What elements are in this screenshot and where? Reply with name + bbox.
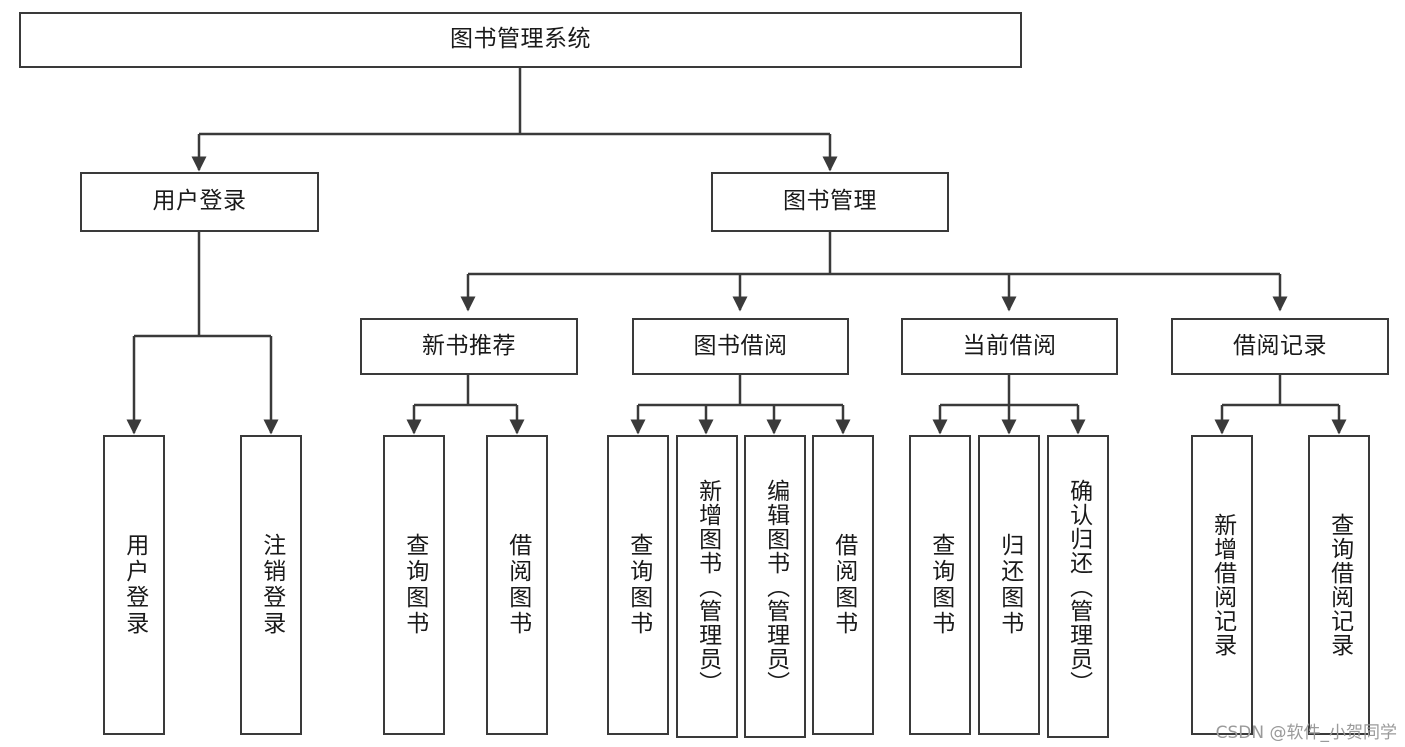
leaf-label: 借阅图书 [830,533,857,637]
leaf-label: 查询图书 [625,533,652,637]
leaf-new-book-query[interactable]: 查询图书 [383,435,445,735]
node-root-label: 图书管理系统 [450,26,591,53]
leaf-borrow-record-add[interactable]: 新增借阅记录 [1191,435,1253,735]
leaf-user-login-login[interactable]: 用户登录 [103,435,165,735]
leaf-current-borrow-query[interactable]: 查询图书 [909,435,971,735]
node-book-management-label: 图书管理 [783,188,877,215]
leaf-label: 确认归还（管理员） [1065,478,1092,695]
leaf-new-book-borrow[interactable]: 借阅图书 [486,435,548,735]
node-new-book-recommend-label: 新书推荐 [422,332,516,359]
leaf-label: 用户登录 [121,533,148,637]
leaf-label: 归还图书 [996,533,1023,637]
leaf-current-borrow-confirm[interactable]: 确认归还（管理员） [1047,435,1109,738]
leaf-label: 查询借阅记录 [1326,513,1353,657]
node-book-management[interactable]: 图书管理 [711,172,949,232]
leaf-label: 借阅图书 [504,533,531,637]
node-book-borrow[interactable]: 图书借阅 [632,318,849,375]
csdn-watermark: CSDN @软件_小贺同学 [1215,723,1397,743]
leaf-current-borrow-return[interactable]: 归还图书 [978,435,1040,735]
leaf-book-borrow-edit[interactable]: 编辑图书（管理员） [744,435,806,738]
leaf-label: 查询图书 [927,533,954,637]
leaf-label: 新增图书（管理员） [694,478,721,695]
leaf-label: 编辑图书（管理员） [762,478,789,695]
leaf-book-borrow-add[interactable]: 新增图书（管理员） [676,435,738,738]
leaf-borrow-record-query[interactable]: 查询借阅记录 [1308,435,1370,735]
node-borrow-record-label: 借阅记录 [1233,332,1327,359]
node-root[interactable]: 图书管理系统 [19,12,1022,68]
leaf-label: 注销登录 [258,533,285,637]
node-user-login-label: 用户登录 [152,188,247,215]
node-current-borrow-label: 当前借阅 [962,332,1057,359]
leaf-book-borrow-borrow[interactable]: 借阅图书 [812,435,874,735]
leaf-user-login-logout[interactable]: 注销登录 [240,435,302,735]
leaf-book-borrow-query[interactable]: 查询图书 [607,435,669,735]
node-current-borrow[interactable]: 当前借阅 [901,318,1118,375]
node-user-login[interactable]: 用户登录 [80,172,319,232]
node-borrow-record[interactable]: 借阅记录 [1171,318,1389,375]
leaf-label: 查询图书 [401,533,428,637]
node-book-borrow-label: 图书借阅 [693,332,788,359]
node-new-book-recommend[interactable]: 新书推荐 [360,318,578,375]
leaf-label: 新增借阅记录 [1209,513,1236,657]
